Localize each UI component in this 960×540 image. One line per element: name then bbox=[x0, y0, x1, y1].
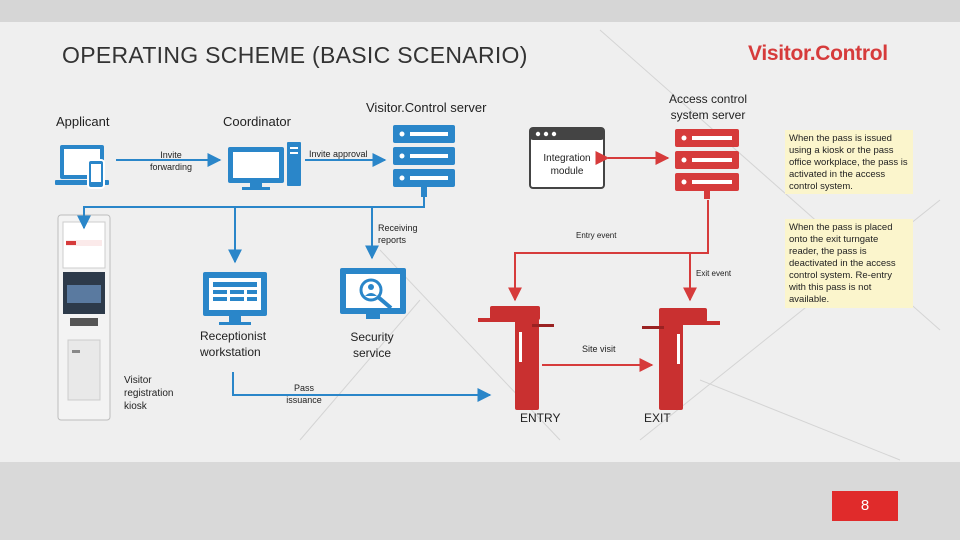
edge-label-invite-forwarding: Invite forwarding bbox=[149, 150, 193, 172]
edge-label-receiving-reports: Receiving reports bbox=[378, 223, 418, 245]
brand-logo: Visitor.Control bbox=[748, 42, 888, 65]
node-applicant: Applicant bbox=[56, 114, 110, 129]
node-acs-server: Access control system server bbox=[668, 92, 748, 122]
desktop-icon bbox=[228, 142, 301, 190]
entry-turnstile-icon bbox=[478, 306, 554, 410]
edge-label-pass-issuance: Pass issuance bbox=[286, 383, 322, 405]
page-title: OPERATING SCHEME (BASIC SCENARIO) bbox=[62, 42, 528, 68]
background-bottom bbox=[0, 462, 960, 540]
node-entry: ENTRY bbox=[520, 411, 561, 425]
integration-window-icon bbox=[529, 127, 605, 189]
node-receptionist: Receptionist workstation bbox=[200, 329, 267, 359]
node-security: Security service bbox=[350, 330, 394, 360]
page-number: 8 bbox=[832, 491, 898, 521]
node-kiosk: Visitor registration kiosk bbox=[124, 375, 174, 412]
note-pass-issued: When the pass is issued using a kiosk or… bbox=[785, 130, 913, 194]
note-pass-placed: When the pass is placed onto the exit tu… bbox=[785, 219, 913, 308]
edge-server-bus bbox=[77, 197, 425, 230]
edge-label-exit-event: Exit event bbox=[696, 269, 732, 278]
workstation-icon bbox=[203, 272, 267, 325]
edge-label-site-visit: Site visit bbox=[582, 344, 616, 354]
kiosk-icon bbox=[57, 214, 111, 421]
edge-pass-issuance bbox=[232, 372, 492, 402]
node-coordinator: Coordinator bbox=[223, 114, 291, 129]
devices-icon bbox=[55, 145, 109, 189]
acs-server-icon bbox=[675, 129, 739, 199]
node-integration: Integration module bbox=[543, 153, 591, 177]
node-exit: EXIT bbox=[644, 411, 671, 425]
node-server: Visitor.Control server bbox=[366, 100, 487, 115]
server-icon bbox=[393, 125, 455, 197]
edge-label-entry-event: Entry event bbox=[576, 231, 617, 240]
background-top bbox=[0, 0, 960, 22]
edge-label-invite-approval: Invite approval bbox=[309, 149, 368, 159]
exit-turnstile-icon bbox=[642, 308, 720, 410]
security-monitor-icon bbox=[340, 268, 406, 319]
edge-entry-event bbox=[508, 200, 709, 302]
